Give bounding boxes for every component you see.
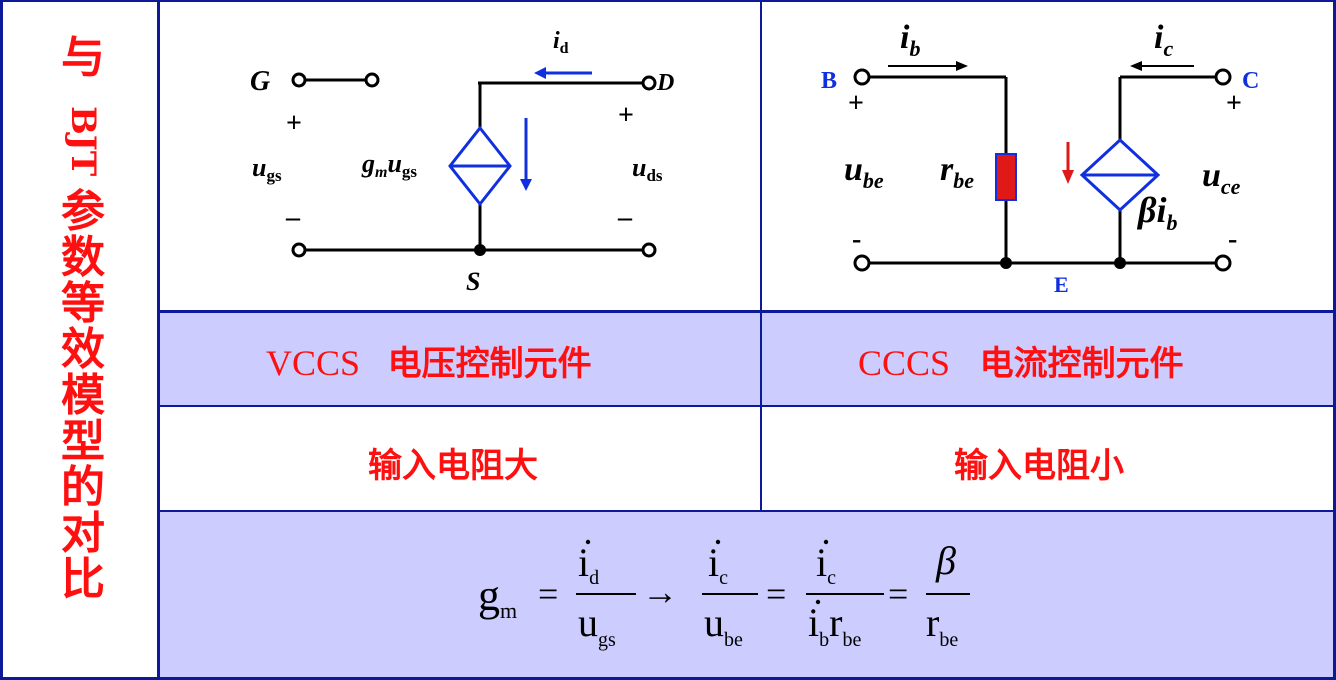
f2-numerator: ic [708,540,728,589]
title-divider [157,0,160,680]
f2-denominator: ube [704,600,743,651]
output-minus-sign: - [1228,224,1237,255]
gm-ugs-label: gmugs [361,149,417,181]
formula-arrow: → [642,572,678,612]
title-char: 参 [61,186,105,237]
junction-dot [1000,257,1012,269]
formula-equals: = [766,574,786,614]
f4-denominator: rbe [926,600,958,651]
rbe-label: rbe [940,151,974,193]
dot-accent [715,539,721,545]
collector-label: C [1242,68,1259,94]
fet-input-resistance: 输入电阻大 [368,446,538,486]
title-char: 数 [61,232,105,283]
f3-denominator: ibrbe [808,600,861,651]
dot-accent [585,539,591,545]
collector-current-label: ic [1154,19,1173,61]
source-label: S [466,267,480,296]
source-junction-dot [474,244,486,256]
input-plus-sign: + [286,108,302,139]
vccs-code: VCCS [266,343,361,383]
input-plus-sign: + [848,88,864,119]
drain-label: D [656,70,674,96]
dot-accent [823,539,829,545]
title-char: 效 [61,324,105,375]
cccs-label: CCCS 电流控制元件 [858,336,1184,385]
dependent-current-source-icon [1079,137,1161,213]
current-arrow-icon [888,61,1194,71]
formula-equals: = [538,574,558,614]
output-plus-sign: + [618,100,634,131]
f1-numerator: id [578,540,599,589]
junction-dot [1114,257,1126,269]
bjt-small-signal-model: B C E + - + - ib ic ube uce rbe βib [821,19,1259,297]
dot-accent [815,599,821,605]
ube-label: ube [844,151,884,193]
cccs-description: 电流控制元件 [979,344,1184,384]
vccs-description: 电压控制元件 [387,344,592,384]
uce-label: uce [1202,157,1241,199]
title-char: 等 [61,278,105,329]
border-bottom [0,677,1336,680]
border-left [0,0,3,680]
dependent-current-source-icon [448,125,512,207]
output-plus-sign: + [1226,88,1242,119]
output-minus-sign: – [617,202,633,233]
formula-gm: gm [478,571,517,623]
f4-numerator: β [935,538,956,583]
title-char: 的 [61,462,105,513]
formula-equals: = [888,574,908,614]
fet-small-signal-model: G D S + – + – id ugs uds gmugs [250,28,674,296]
title-char: 型 [61,416,105,467]
resistor-icon [995,153,1017,201]
row-divider-2 [158,405,1336,407]
uds-label: uds [632,153,663,185]
f1-denominator: ugs [578,600,616,651]
gate-label: G [250,66,270,97]
emitter-label: E [1054,272,1069,297]
border-right [1333,0,1336,680]
title-char: 对 [61,508,105,559]
title-char: 比 [61,554,105,605]
input-minus-sign: - [852,224,861,255]
row-divider-3 [158,510,1336,512]
cccs-code: CCCS [858,343,951,383]
comparison-title: 与 BJT h 参 数 等 效 模 型 的 对 比 [0,0,158,680]
ugs-label: ugs [252,153,282,185]
row-divider-1 [158,310,1336,313]
beta-ib-label: βib [1136,190,1177,235]
title-char: 与 [61,32,105,83]
base-label: B [821,68,837,94]
gm-beta-formula: gm = id ugs → ic ube = ic ibrbe = β rbe [478,538,970,651]
drain-current-label: id [553,28,569,57]
f3-numerator: ic [816,540,836,589]
input-minus-sign: – [285,202,301,233]
title-bjt-h: BJT h [63,106,103,177]
current-arrow-icon [1062,142,1074,184]
column-divider [760,0,762,512]
row-controlled-source-bg [160,312,1334,406]
base-current-label: ib [900,19,920,61]
vccs-label: VCCS 电压控制元件 [266,336,592,385]
border-top [0,0,1336,2]
current-arrow-icon [520,67,592,191]
title-char: 模 [61,370,105,421]
bjt-input-resistance: 输入电阻小 [954,446,1124,486]
